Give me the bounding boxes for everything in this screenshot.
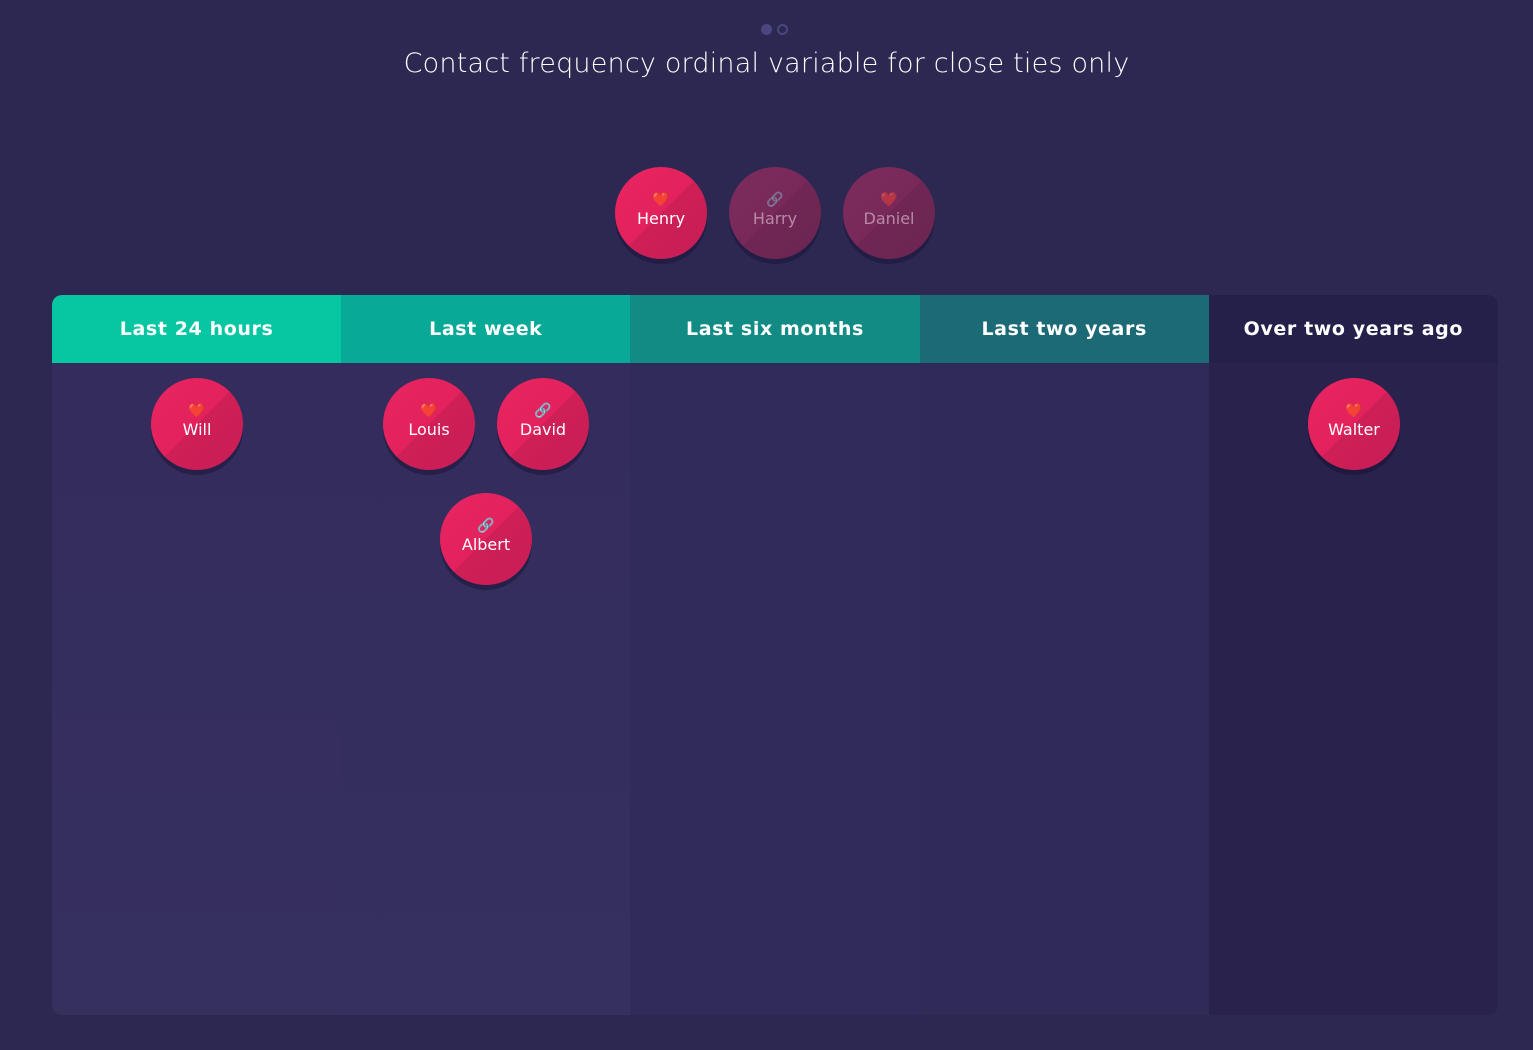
node-label: Albert xyxy=(461,535,511,554)
bin-header: Last six months xyxy=(630,295,920,363)
bin-header: Last two years xyxy=(919,295,1209,363)
node-label: Henry xyxy=(636,209,686,228)
pager-dot-2[interactable] xyxy=(777,24,788,35)
heart-icon: ❤️ xyxy=(652,192,670,208)
node-label: David xyxy=(519,420,567,439)
node-label: Will xyxy=(182,420,212,439)
node-label: Walter xyxy=(1328,420,1380,439)
bin-header: Last 24 hours xyxy=(52,295,342,363)
ordinal-bins: Last 24 hours Last week Last six months … xyxy=(52,295,1498,1015)
bin-last-24-hours[interactable]: Last 24 hours xyxy=(52,295,342,1015)
link-icon: 🔗 xyxy=(477,518,495,534)
bin-dropzone[interactable] xyxy=(1208,363,1498,1015)
bin-header: Over two years ago xyxy=(1208,295,1498,363)
node-daniel[interactable]: ❤️ Daniel xyxy=(843,167,935,259)
heart-icon: ❤️ xyxy=(188,403,206,419)
bin-label: Last two years xyxy=(981,318,1147,340)
link-icon: 🔗 xyxy=(534,403,552,419)
bin-label: Last six months xyxy=(686,318,864,340)
node-henry[interactable]: ❤️ Henry xyxy=(615,167,707,259)
node-albert[interactable]: 🔗 Albert xyxy=(440,493,532,585)
prompt-title: Contact frequency ordinal variable for c… xyxy=(403,48,1130,79)
node-label: Harry xyxy=(752,209,798,228)
bin-last-two-years[interactable]: Last two years xyxy=(919,295,1209,1015)
node-will[interactable]: ❤️ Will xyxy=(151,378,243,470)
heart-icon: ❤️ xyxy=(420,403,438,419)
node-walter[interactable]: ❤️ Walter xyxy=(1308,378,1400,470)
bin-label: Over two years ago xyxy=(1243,318,1464,340)
bin-label: Last 24 hours xyxy=(119,318,274,340)
bin-last-week[interactable]: Last week xyxy=(341,295,631,1015)
bin-last-six-months[interactable]: Last six months xyxy=(630,295,920,1015)
pager-dot-1[interactable] xyxy=(761,24,772,35)
link-icon: 🔗 xyxy=(766,192,784,208)
stage-pager xyxy=(761,24,788,35)
bin-over-two-years-ago[interactable]: Over two years ago xyxy=(1208,295,1498,1015)
bin-label: Last week xyxy=(429,318,543,340)
heart-icon: ❤️ xyxy=(880,192,898,208)
node-label: Louis xyxy=(408,420,450,439)
node-louis[interactable]: ❤️ Louis xyxy=(383,378,475,470)
node-harry[interactable]: 🔗 Harry xyxy=(729,167,821,259)
bin-dropzone[interactable] xyxy=(919,363,1209,1015)
bin-dropzone[interactable] xyxy=(52,363,342,1015)
node-label: Daniel xyxy=(863,209,915,228)
bin-header: Last week xyxy=(341,295,631,363)
bin-dropzone[interactable] xyxy=(341,363,631,1015)
node-david[interactable]: 🔗 David xyxy=(497,378,589,470)
bin-dropzone[interactable] xyxy=(630,363,920,1015)
heart-icon: ❤️ xyxy=(1345,403,1363,419)
